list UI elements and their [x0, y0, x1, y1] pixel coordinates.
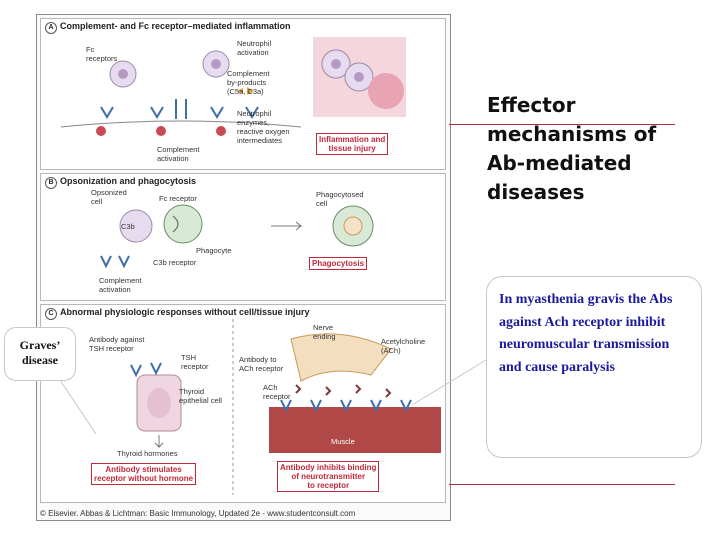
nerve-ending-label: Nerve ending: [313, 323, 336, 341]
panel-a-illustration: [60, 37, 406, 136]
complement-byproducts-label: Complement by-products (C5a, C3a): [227, 69, 270, 96]
antibody-inhibits-box: Antibody inhibits binding of neurotransm…: [277, 461, 380, 492]
panel-c-illustration: [130, 319, 441, 495]
antibody-ach-label: Antibody to ACh receptor: [239, 355, 284, 373]
phagocyte-label: Phagocyte: [196, 246, 232, 255]
opsonized-cell-label: Opsonized cell: [91, 188, 127, 206]
thyroid-hormones-label: Thyroid hormones: [117, 449, 178, 458]
c3b-label: C3b: [121, 222, 135, 231]
ach-receptor-label: ACh receptor: [263, 383, 291, 401]
panel-b-illustration: [100, 204, 374, 269]
complement-activation-label: Complement activation: [157, 145, 200, 163]
graves-callout-text: Graves’ disease: [19, 338, 61, 367]
slide-title: Effector mechanisms of Ab-mediated disea…: [487, 93, 657, 204]
tsh-receptor-label: TSH receptor: [181, 353, 209, 371]
antibody-stimulates-box: Antibody stimulates receptor without hor…: [91, 463, 197, 485]
myasthenia-callout-text: In myasthenia gravis the Abs against Ach…: [499, 292, 673, 375]
copyright-text: © Elsevier. Abbas & Lichtman: Basic Immu…: [40, 509, 356, 518]
acetylcholine-label: Acetylcholine (ACh): [381, 337, 426, 355]
complement-activation-b-label: Complement activation: [99, 276, 142, 294]
myasthenia-callout: In myasthenia gravis the Abs against Ach…: [486, 276, 702, 458]
antibody-tsh-label: Antibody against TSH receptor: [89, 335, 145, 353]
phagocytosis-result-box: Phagocytosis: [309, 257, 368, 270]
neutrophil-activation-label: Neutrophil activation: [237, 39, 272, 57]
fc-receptors-label: Fc receptors: [86, 45, 118, 63]
c3b-receptor-label: C3b receptor: [153, 258, 197, 267]
phagocytosed-cell-label: Phagocytosed cell: [316, 190, 364, 208]
inflammation-result-box: Inflammation and tissue injury: [316, 133, 389, 155]
bottom-rule: [449, 484, 675, 485]
muscle-label: Muscle: [331, 437, 355, 446]
title-rule: [449, 124, 675, 125]
neutrophil-enzymes-label: Neutrophil enzymes, reactive oxygen inte…: [237, 109, 290, 145]
graves-callout: Graves’ disease: [4, 327, 76, 381]
fc-receptor-label: Fc receptor: [159, 194, 197, 203]
thyroid-cell-label: Thyroid epithelial cell: [179, 387, 222, 405]
